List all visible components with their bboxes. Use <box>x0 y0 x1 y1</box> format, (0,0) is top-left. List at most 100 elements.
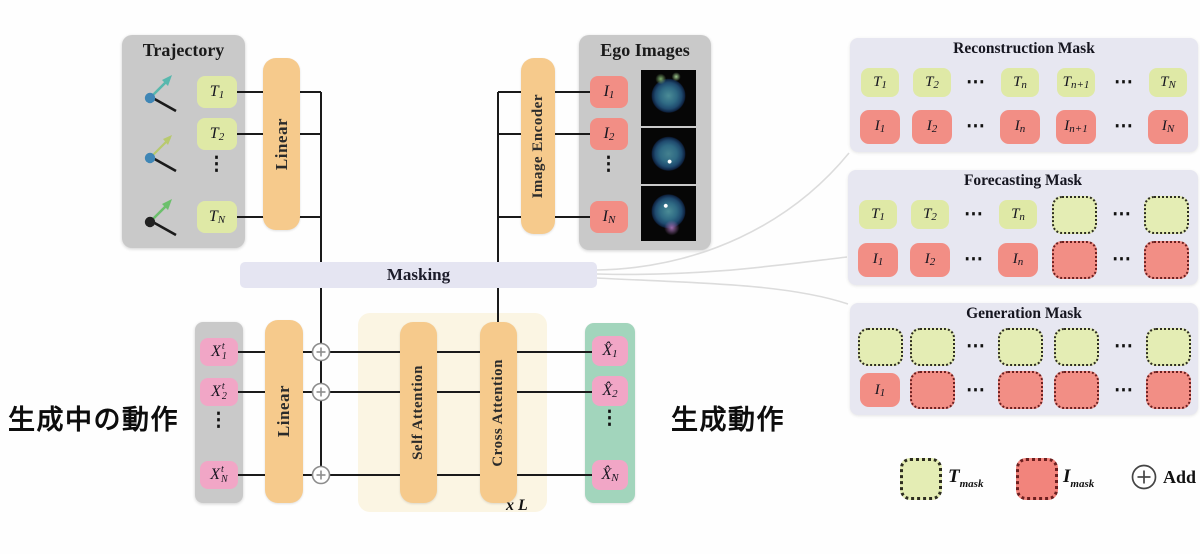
vertical-ellipsis: ⋮ <box>209 410 229 431</box>
horizontal-ellipsis: ⋯ <box>964 204 984 225</box>
mask-token-red-masked <box>1145 371 1191 410</box>
mask-token-green-masked <box>1145 327 1191 366</box>
trajectory-panel-title: Trajectory <box>142 40 225 60</box>
curve-to-generation-mask <box>596 277 849 305</box>
curve-to-forecasting-mask <box>596 256 848 276</box>
i-mask-legend-label: Imask <box>1063 466 1095 490</box>
vertical-ellipsis: ⋮ <box>207 154 227 175</box>
add-icon <box>1131 464 1157 490</box>
add-legend-label: Add <box>1163 467 1197 487</box>
mask-token-red-masked <box>997 371 1043 410</box>
linear-block-top-label: Linear <box>271 117 291 171</box>
mask-token-green-masked <box>1143 195 1189 234</box>
horizontal-ellipsis: ⋯ <box>964 249 984 270</box>
forecasting-mask-title: Forecasting Mask <box>963 172 1083 189</box>
horizontal-ellipsis: ⋯ <box>966 336 986 358</box>
token-XhatN: X̂N <box>592 460 628 490</box>
mask-token-red-masked <box>909 371 955 410</box>
self-attention-label: Self Attention <box>410 365 426 460</box>
image-encoder-label: Image Encoder <box>529 93 546 199</box>
mask-token-green-masked <box>909 327 955 366</box>
horizontal-ellipsis: ⋯ <box>966 379 986 401</box>
mask-token-green-masked <box>857 327 903 366</box>
generation-mask-title: Generation Mask <box>966 305 1082 322</box>
trajectory-pose-icon <box>144 199 177 237</box>
ego-camera-image-3 <box>641 186 696 241</box>
transformer-block-background <box>358 313 547 512</box>
masking-label: Masking <box>386 265 451 284</box>
linear-block-bottom: Linear <box>265 320 303 503</box>
add-icon <box>311 465 331 485</box>
masking-bar: Masking <box>240 262 597 288</box>
trajectory-pose-icon <box>144 75 177 113</box>
mask-token-green-masked <box>997 327 1043 366</box>
ego-camera-image-1 <box>641 70 696 126</box>
mask-token-red-masked <box>1053 371 1099 410</box>
i-mask-legend-swatch <box>1016 458 1058 500</box>
label-generated-action: 生成動作 <box>671 405 785 436</box>
vertical-ellipsis: ⋮ <box>599 154 619 175</box>
linear-block-bottom-label: Linear <box>274 385 293 438</box>
add-icon <box>311 342 331 362</box>
reconstruction-mask-title: Reconstruction Mask <box>953 40 1095 57</box>
horizontal-ellipsis: ⋯ <box>1112 249 1132 270</box>
token-Xhat2: X̂2 <box>592 376 628 406</box>
t-mask-legend-label: Tmask <box>948 466 984 490</box>
vertical-ellipsis: ⋮ <box>600 408 620 429</box>
add-icon <box>311 382 331 402</box>
horizontal-ellipsis: ⋯ <box>1114 336 1134 358</box>
t-mask-legend-swatch <box>900 458 942 500</box>
self-attention-block: Self Attention <box>400 322 437 503</box>
horizontal-ellipsis: ⋯ <box>966 116 986 138</box>
linear-block-top: Linear <box>263 58 300 230</box>
horizontal-ellipsis: ⋯ <box>1112 204 1132 225</box>
cross-attention-block: Cross Attention <box>480 322 517 503</box>
ego-images-panel-title: Ego Images <box>600 40 690 60</box>
mask-token-green-masked <box>1053 327 1099 366</box>
mask-token-green-masked <box>1051 195 1097 234</box>
token-Xhat1: X̂1 <box>592 336 628 366</box>
horizontal-ellipsis: ⋯ <box>1114 71 1134 93</box>
mask-token-row: ⋯⋯ <box>850 325 1198 369</box>
horizontal-ellipsis: ⋯ <box>1114 379 1134 401</box>
horizontal-ellipsis: ⋯ <box>966 71 986 93</box>
mask-token-red-masked <box>1143 240 1189 279</box>
horizontal-ellipsis: ⋯ <box>1114 116 1134 138</box>
mask-token-red-masked <box>1051 240 1097 279</box>
image-encoder-block: Image Encoder <box>521 58 555 234</box>
cross-attention-label: Cross Attention <box>490 358 506 467</box>
ego-camera-image-2 <box>641 128 696 184</box>
